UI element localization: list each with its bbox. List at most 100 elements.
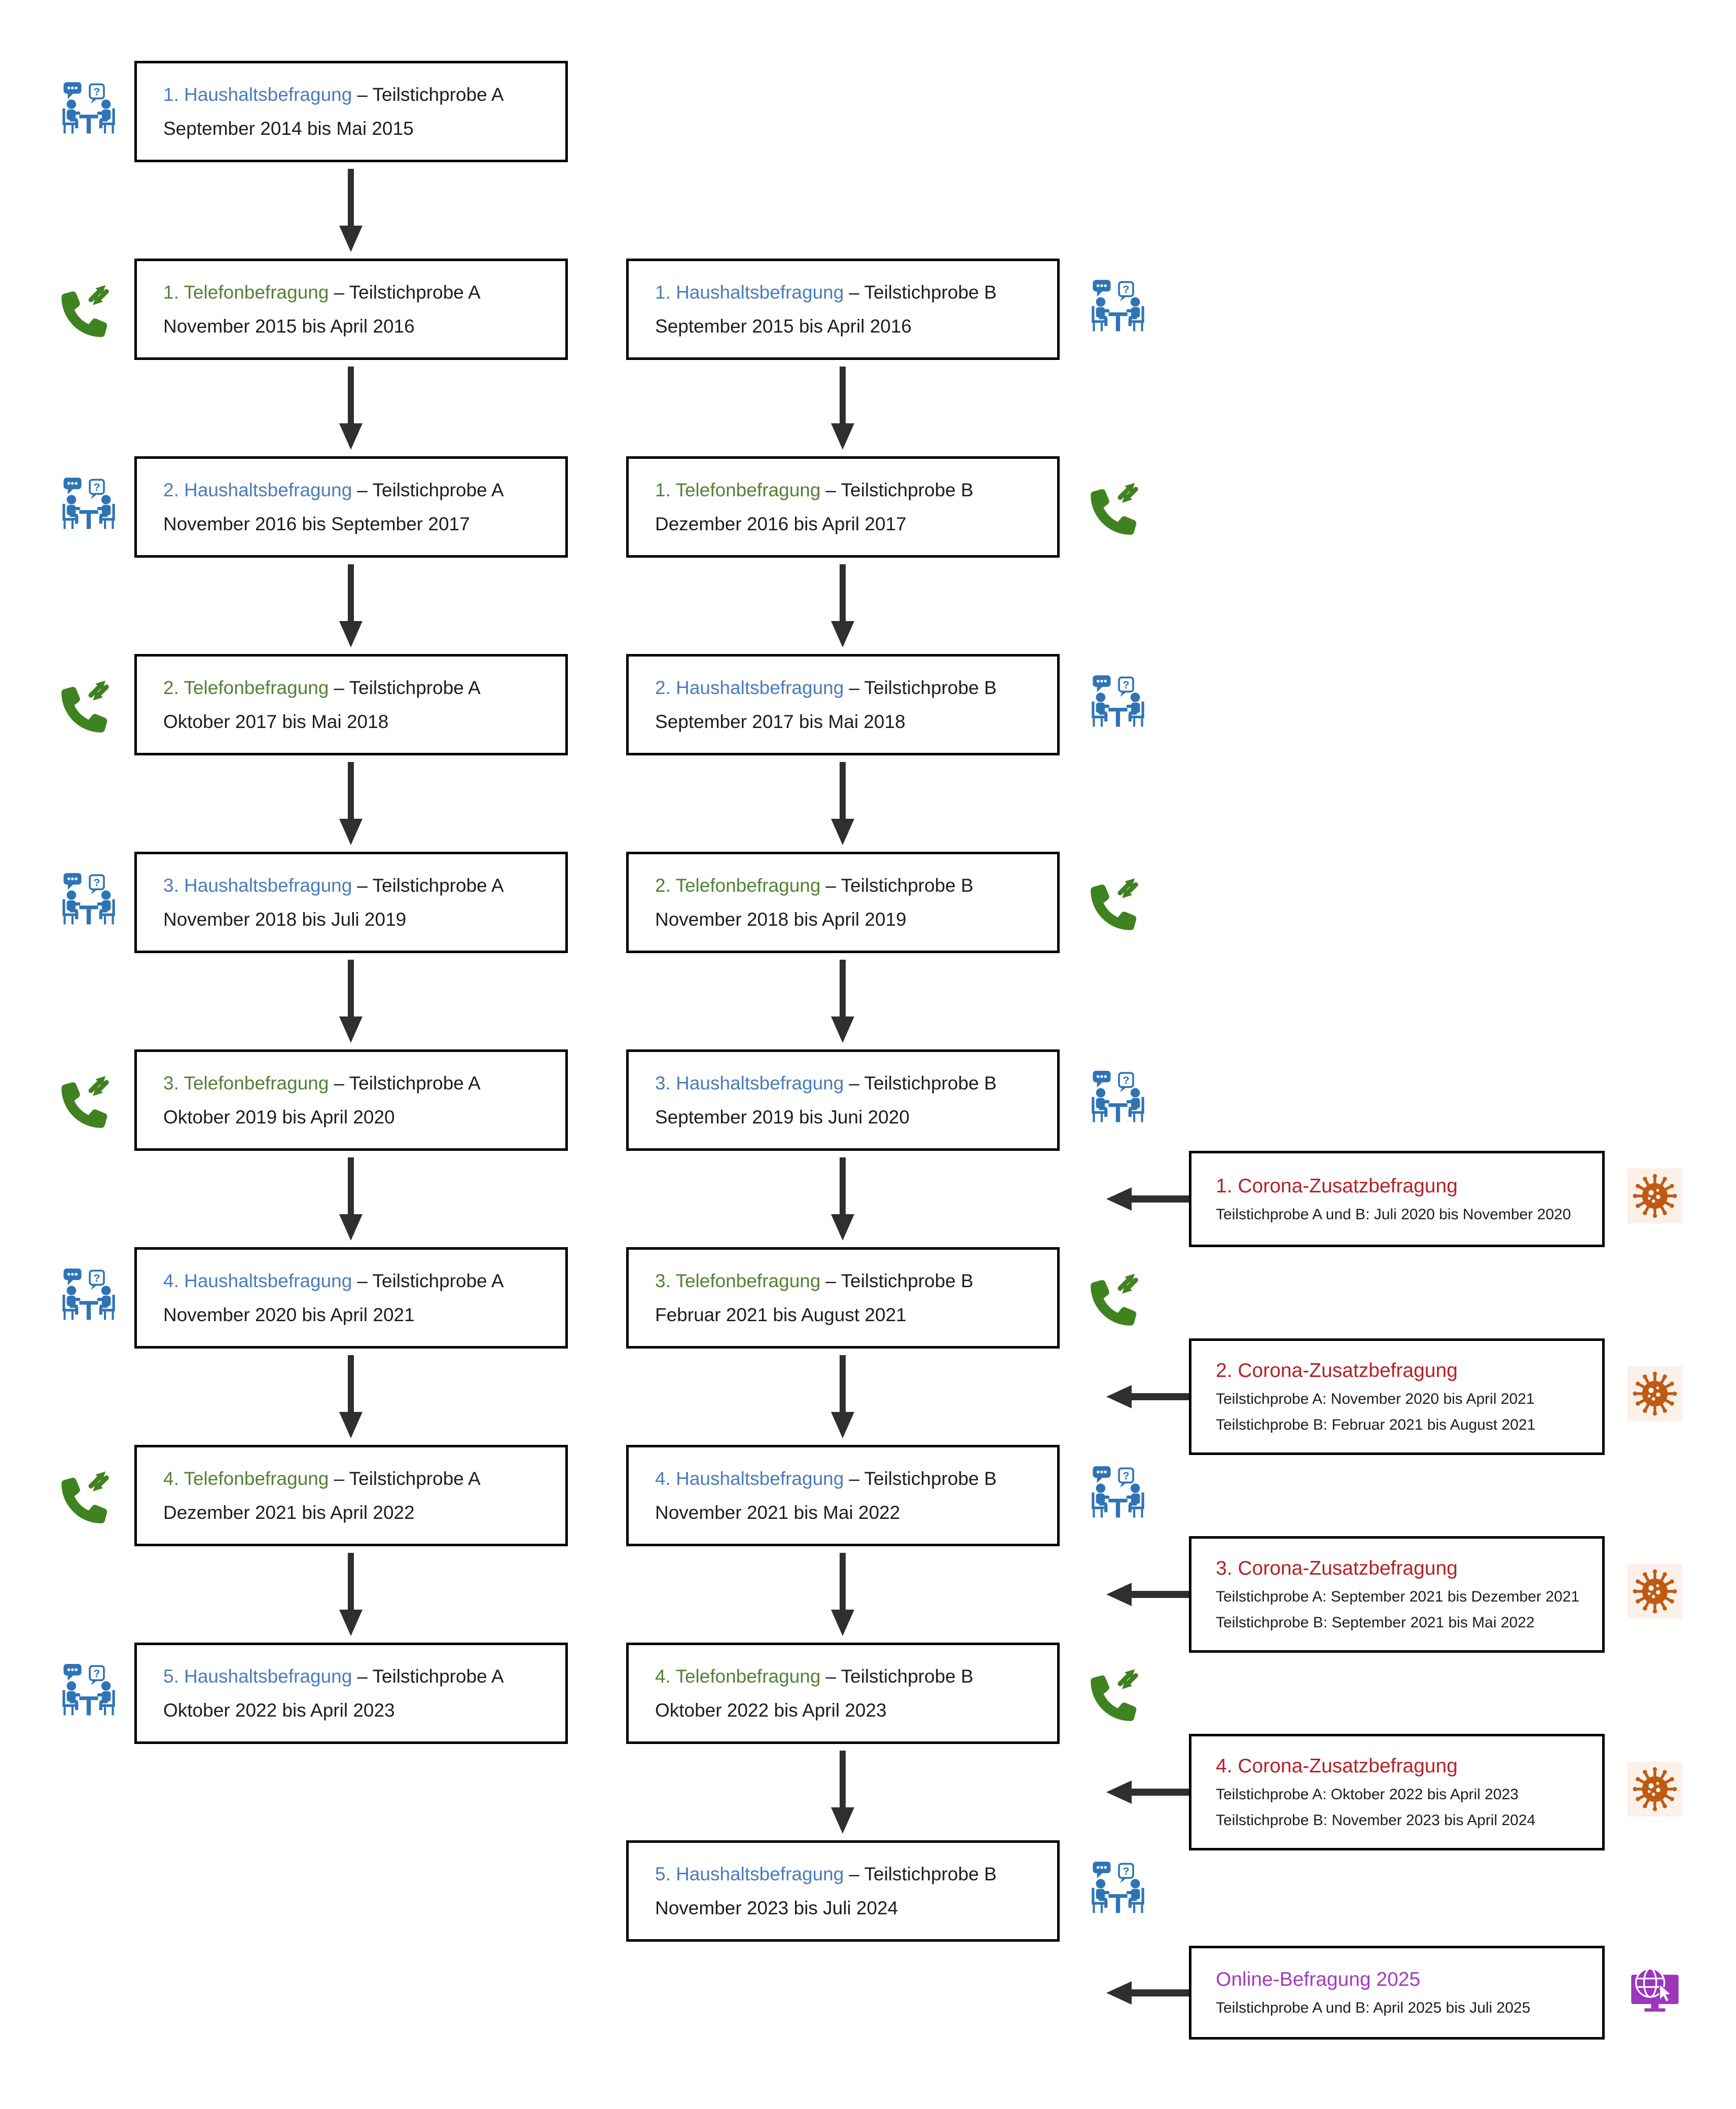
survey-period: Oktober 2022 bis April 2023 — [163, 1700, 395, 1721]
survey-sample-label: – Teilstichprobe B — [825, 1665, 973, 1687]
survey-sample-label: – Teilstichprobe A — [334, 1072, 481, 1094]
flow-arrow-down — [831, 367, 854, 450]
side-box-title: 2. Corona-Zusatzbefragung — [1216, 1360, 1458, 1381]
survey-wave-label: 1. Haushaltsbefragung — [655, 281, 844, 303]
survey-box-title-line: 1. Telefonbefragung– Teilstichprobe B — [655, 480, 1048, 500]
survey-wave-label: 5. Haushaltsbefragung — [163, 1665, 352, 1687]
survey-box-title-line: 2. Haushaltsbefragung– Teilstichprobe B — [655, 678, 1048, 698]
side-box-detail: Teilstichprobe A: Oktober 2022 bis April… — [1216, 1786, 1519, 1803]
phone-call-icon — [57, 673, 120, 736]
survey-sample-label: – Teilstichprobe B — [849, 281, 997, 303]
survey-period: November 2023 bis Juli 2024 — [655, 1898, 898, 1918]
svg-text:?: ? — [93, 85, 100, 98]
side-box-detail: Teilstichprobe A: September 2021 bis Dez… — [1216, 1588, 1580, 1605]
coronavirus-icon — [1626, 1168, 1683, 1224]
survey-box-title-line: 1. Haushaltsbefragung– Teilstichprobe A — [163, 85, 556, 104]
svg-text:?: ? — [93, 1667, 100, 1680]
flow-arrow-down — [339, 169, 363, 252]
flow-arrow-down — [831, 1751, 854, 1834]
survey-wave-label: 2. Telefonbefragung — [655, 875, 821, 896]
svg-text:?: ? — [1123, 283, 1129, 296]
survey-period: November 2015 bis April 2016 — [163, 316, 415, 337]
survey-period: Oktober 2022 bis April 2023 — [655, 1700, 887, 1721]
flow-arrow-down — [831, 762, 854, 845]
survey-box-column_a-1: 1. Haushaltsbefragung– Teilstichprobe A S… — [134, 61, 568, 162]
survey-wave-label: 2. Telefonbefragung — [163, 677, 329, 698]
online-survey-icon — [1626, 1961, 1683, 2018]
svg-text:?: ? — [1123, 1865, 1129, 1877]
survey-wave-label: 3. Haushaltsbefragung — [655, 1072, 844, 1094]
survey-wave-label: 1. Haushaltsbefragung — [163, 84, 352, 105]
survey-period: Dezember 2021 bis April 2022 — [163, 1502, 415, 1523]
flow-arrow-down — [339, 367, 363, 450]
survey-period: November 2016 bis September 2017 — [163, 514, 470, 534]
survey-period: Februar 2021 bis August 2021 — [655, 1304, 907, 1325]
survey-period: November 2018 bis April 2019 — [655, 909, 907, 930]
side-box-detail: Teilstichprobe B: Februar 2021 bis Augus… — [1216, 1416, 1536, 1433]
survey-sample-label: – Teilstichprobe B — [849, 677, 997, 698]
survey-period: September 2019 bis Juni 2020 — [655, 1107, 910, 1128]
phone-call-icon — [57, 1069, 120, 1132]
survey-box-title-line: 4. Haushaltsbefragung– Teilstichprobe A — [163, 1271, 556, 1291]
survey-sample-label: – Teilstichprobe B — [825, 479, 973, 500]
survey-box-title-line: 4. Telefonbefragung– Teilstichprobe B — [655, 1666, 1048, 1686]
survey-box-column_b-6: 3. Telefonbefragung– Teilstichprobe B Feb… — [626, 1247, 1060, 1349]
survey-box-title-line: 3. Haushaltsbefragung– Teilstichprobe A — [163, 876, 556, 895]
survey-box-title-line: 3. Telefonbefragung– Teilstichprobe A — [163, 1073, 556, 1093]
survey-sample-label: – Teilstichprobe A — [357, 84, 504, 105]
side-box-detail: Teilstichprobe A und B: April 2025 bis J… — [1216, 1999, 1531, 2016]
survey-box-title-line: 3. Haushaltsbefragung– Teilstichprobe B — [655, 1073, 1048, 1093]
survey-box-column_b-4: 2. Telefonbefragung– Teilstichprobe B Nov… — [626, 852, 1060, 953]
survey-sample-label: – Teilstichprobe A — [357, 479, 504, 500]
flow-arrow-down — [831, 1553, 854, 1636]
survey-box-title-line: 1. Telefonbefragung– Teilstichprobe A — [163, 282, 556, 302]
survey-sample-label: – Teilstichprobe B — [825, 875, 973, 896]
phone-call-icon — [57, 1464, 120, 1527]
survey-sample-label: – Teilstichprobe A — [334, 677, 481, 698]
flow-arrow-down — [339, 1157, 363, 1241]
survey-wave-label: 4. Haushaltsbefragung — [163, 1270, 352, 1291]
survey-period: November 2021 bis Mai 2022 — [655, 1502, 900, 1523]
survey-wave-label: 4. Telefonbefragung — [163, 1468, 329, 1489]
survey-box-title-line: 4. Telefonbefragung– Teilstichprobe A — [163, 1469, 556, 1488]
flow-arrow-down — [339, 564, 363, 647]
survey-box-column_a-9: 5. Haushaltsbefragung– Teilstichprobe A O… — [134, 1643, 568, 1744]
flow-arrow-left — [1106, 1385, 1189, 1408]
flow-arrow-left — [1106, 1780, 1189, 1804]
svg-text:?: ? — [1123, 1469, 1129, 1482]
survey-box-title-line: 5. Haushaltsbefragung– Teilstichprobe A — [163, 1666, 556, 1686]
svg-text:?: ? — [93, 481, 100, 493]
survey-sample-label: – Teilstichprobe A — [357, 1665, 504, 1687]
flow-arrow-down — [339, 762, 363, 845]
survey-sample-label: – Teilstichprobe A — [334, 281, 481, 303]
side-box-title: Online-Befragung 2025 — [1216, 1969, 1421, 1990]
survey-wave-label: 1. Telefonbefragung — [163, 281, 329, 303]
household-interview-icon: ? — [57, 80, 120, 143]
phone-call-icon — [1087, 1266, 1149, 1329]
household-interview-icon: ? — [57, 476, 120, 538]
survey-period: Oktober 2017 bis Mai 2018 — [163, 711, 389, 732]
survey-box-column_a-2: 1. Telefonbefragung– Teilstichprobe A Nov… — [134, 259, 568, 360]
survey-box-title-line: 3. Telefonbefragung– Teilstichprobe B — [655, 1271, 1048, 1291]
side-box-title: 3. Corona-Zusatzbefragung — [1216, 1557, 1458, 1579]
survey-box-title-line: 1. Haushaltsbefragung– Teilstichprobe B — [655, 282, 1048, 302]
survey-box-title-line: 4. Haushaltsbefragung– Teilstichprobe B — [655, 1469, 1048, 1488]
survey-period: September 2014 bis Mai 2015 — [163, 118, 414, 139]
phone-call-icon — [1087, 1662, 1149, 1725]
household-interview-icon: ? — [1087, 1069, 1149, 1132]
household-interview-icon: ? — [57, 871, 120, 934]
flow-arrow-left — [1106, 1583, 1189, 1606]
side-box-detail: Teilstichprobe B: November 2023 bis Apri… — [1216, 1812, 1536, 1829]
flow-arrow-left — [1106, 1981, 1189, 2005]
survey-wave-label: 5. Haushaltsbefragung — [655, 1863, 844, 1884]
household-interview-icon: ? — [1087, 1464, 1149, 1527]
